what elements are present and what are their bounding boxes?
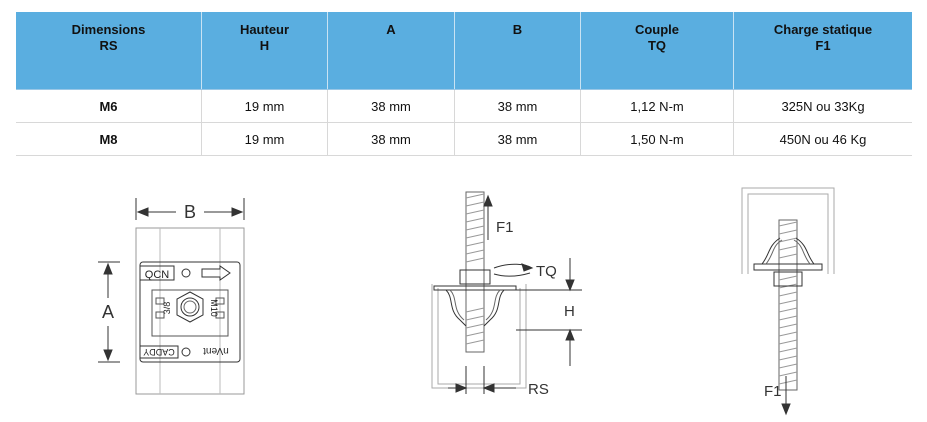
cell-dimension: M8	[16, 122, 202, 156]
f1-label-side: F1	[496, 219, 514, 236]
h-label: H	[564, 303, 575, 320]
f1-label-load: F1	[764, 383, 782, 400]
top-view-drawing: B A QCN 3/8 M10 CADDY nVent	[98, 198, 245, 395]
dim-a-label: A	[102, 302, 114, 322]
cell-couple: 1,12 N-m	[580, 89, 734, 123]
cell-b: 38 mm	[454, 122, 581, 156]
dim-b-label: B	[184, 202, 196, 222]
cell-a: 38 mm	[327, 122, 455, 156]
load-view-drawing: F1	[741, 187, 835, 416]
mark-nvent: nVent	[203, 345, 229, 356]
mark-qcn: QCN	[145, 269, 170, 281]
mark-caddy: CADDY	[143, 347, 175, 357]
tq-label: TQ	[536, 263, 557, 280]
mark-3-8: 3/8	[162, 302, 172, 315]
header-a: A	[327, 12, 455, 90]
table-row: M8 19 mm 38 mm 38 mm 1,50 N-m 450N ou 46…	[16, 122, 912, 156]
rs-label: RS	[528, 381, 549, 398]
cell-couple: 1,50 N-m	[580, 122, 734, 156]
cell-hauteur: 19 mm	[201, 89, 328, 123]
cell-charge: 450N ou 46 Kg	[733, 122, 912, 156]
cell-dimension: M6	[16, 89, 202, 123]
cell-b: 38 mm	[454, 89, 581, 123]
header-b: B	[454, 12, 581, 90]
cell-charge: 325N ou 33Kg	[733, 89, 912, 123]
side-view-drawing: F1 TQ H RS	[431, 191, 582, 398]
table-row: M6 19 mm 38 mm 38 mm 1,12 N-m 325N ou 33…	[16, 89, 912, 123]
cell-a: 38 mm	[327, 89, 455, 123]
cell-hauteur: 19 mm	[201, 122, 328, 156]
mark-m10: M10	[209, 299, 219, 317]
